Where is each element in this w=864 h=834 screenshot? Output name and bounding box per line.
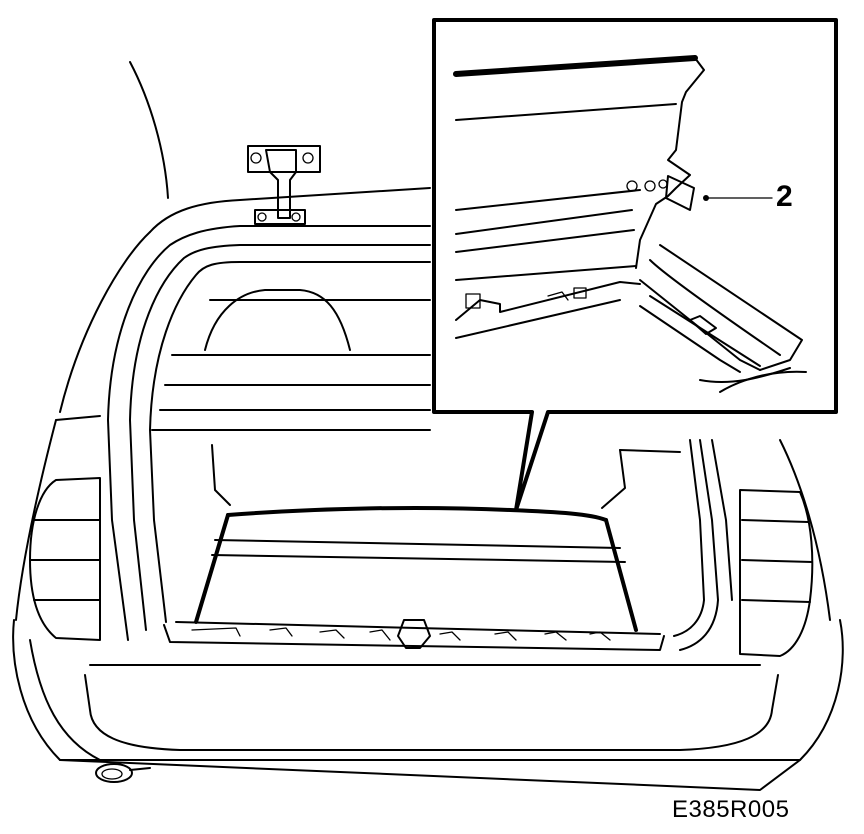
sill-trim-clips xyxy=(191,619,611,649)
callout-number-2: 2 xyxy=(776,180,793,213)
figure-code: E385R005 xyxy=(672,796,790,823)
cargo-floor-panel xyxy=(163,505,665,651)
left-tail-light xyxy=(15,419,101,641)
detail-inset xyxy=(432,18,838,512)
right-tail-light xyxy=(739,439,831,657)
tailgate-hinge xyxy=(247,145,321,225)
